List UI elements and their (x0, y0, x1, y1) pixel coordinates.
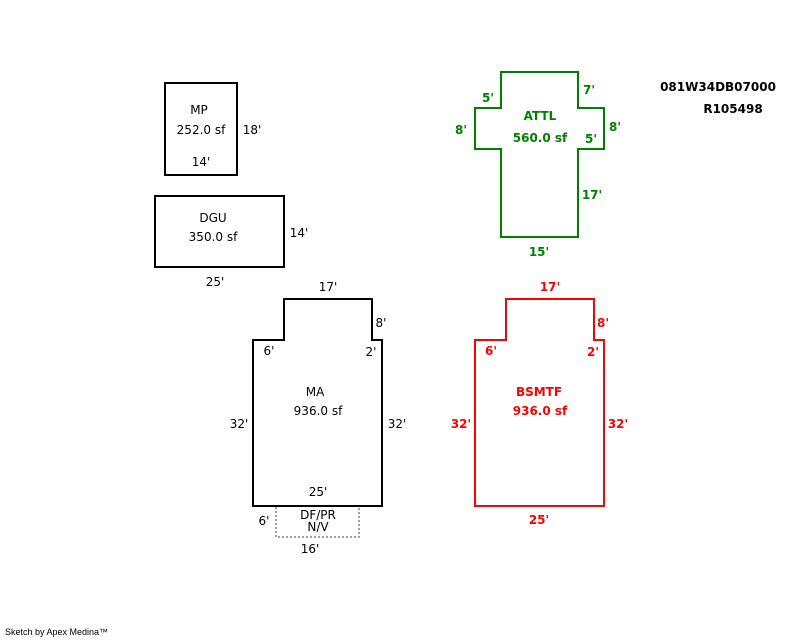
attl-dim-left: 8' (455, 123, 467, 137)
attl-label: ATTL (524, 109, 557, 123)
bsmtf-dim-step-left: 6' (485, 344, 497, 358)
area-dgu[interactable]: DGU 350.0 sf 14' 25' (154, 195, 309, 289)
bsmtf-label: BSMTF (516, 385, 562, 399)
dfpr-outline (275, 507, 360, 538)
dgu-area: 350.0 sf (189, 230, 238, 244)
dfpr-dim-side: 6' (259, 514, 270, 528)
ma-outline (252, 298, 383, 507)
dfpr-note: N/V (307, 520, 329, 534)
ma-dim-right: 32' (388, 417, 407, 431)
bsmtf-dim-top: 17' (540, 280, 560, 294)
bsmtf-dim-bottom: 25' (529, 513, 549, 527)
attl-dim-inner-right: 5' (585, 132, 597, 146)
attl-dim-right: 8' (609, 120, 621, 134)
parcel-id: 081W34DB07000 (660, 80, 776, 94)
dfpr-label: DF/PR (300, 508, 336, 522)
bsmtf-area: 936.0 sf (513, 404, 568, 418)
bsmtf-dim-left: 32' (451, 417, 471, 431)
area-attl[interactable]: ATTL 560.0 sf 5' 8' 7' 8' 5' 17' 15' (455, 71, 621, 259)
mp-dim-bottom: 14' (192, 155, 211, 169)
ma-area: 936.0 sf (294, 404, 343, 418)
dgu-dim-side: 14' (290, 226, 309, 240)
ma-dim-step-right: 2' (366, 345, 377, 359)
ma-dim-notch-right: 8' (376, 316, 387, 330)
dgu-label: DGU (199, 211, 226, 225)
account-id: R105498 (703, 102, 762, 116)
mp-label: MP (190, 103, 208, 117)
bsmtf-outline (474, 298, 605, 507)
mp-outline (164, 82, 238, 176)
attl-outline (474, 71, 605, 238)
dgu-outline (154, 195, 285, 268)
attl-area: 560.0 sf (513, 131, 568, 145)
ma-dim-bottom: 25' (309, 485, 328, 499)
bsmtf-dim-step-right: 2' (587, 345, 599, 359)
dgu-dim-bottom: 25' (206, 275, 225, 289)
attl-dim-bottom: 15' (529, 245, 549, 259)
area-mp[interactable]: MP 252.0 sf 14' 18' (164, 82, 262, 176)
area-bsmtf[interactable]: BSMTF 936.0 sf 17' 8' 6' 2' 32' 32' 25' (451, 280, 628, 527)
dfpr-dim-bottom: 16' (301, 542, 320, 556)
mp-dim-side: 18' (243, 123, 262, 137)
ma-dim-left: 32' (230, 417, 249, 431)
attl-dim-top-right: 7' (583, 83, 595, 97)
area-ma[interactable]: MA 936.0 sf 17' 8' 6' 2' 32' 32' 25' (230, 280, 407, 507)
mp-area: 252.0 sf (177, 123, 226, 137)
ma-dim-step-left: 6' (264, 344, 275, 358)
area-dfpr[interactable]: DF/PR N/V 6' 16' (259, 507, 360, 556)
ma-dim-top: 17' (319, 280, 338, 294)
bsmtf-dim-right: 32' (608, 417, 628, 431)
bsmtf-dim-notch-right: 8' (597, 316, 609, 330)
sketch-credit: Sketch by Apex Medina™ (5, 627, 109, 637)
attl-dim-top-left: 5' (482, 91, 494, 105)
attl-dim-lower-right: 17' (582, 188, 602, 202)
ma-label: MA (306, 385, 325, 399)
